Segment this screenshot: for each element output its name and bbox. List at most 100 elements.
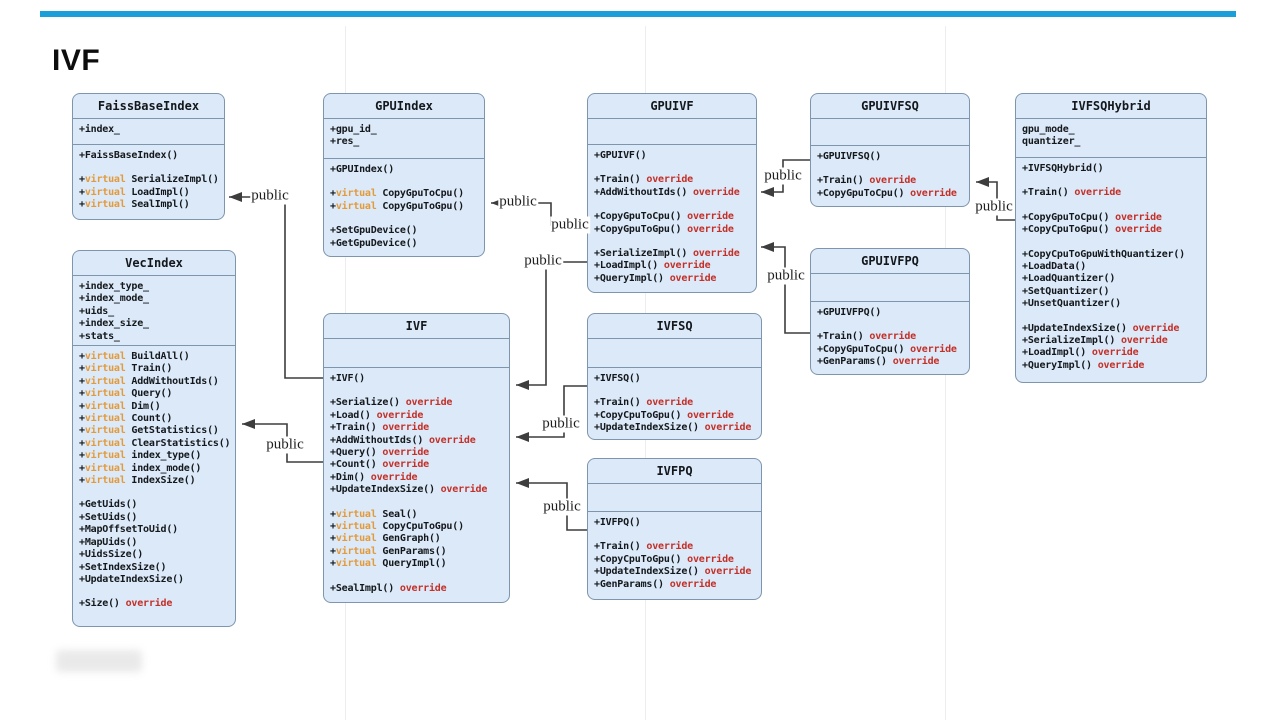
class-attributes bbox=[588, 119, 756, 145]
method-line: +SetUids() bbox=[79, 511, 138, 523]
class-methods: +GPUIVF()+Train() override+AddWithoutIds… bbox=[588, 145, 756, 292]
class-name: GPUIVFPQ bbox=[811, 249, 969, 274]
method-line: +SetQuantizer() bbox=[1022, 285, 1110, 297]
method-line: +virtual QueryImpl() bbox=[330, 558, 447, 570]
class-name: GPUIndex bbox=[324, 94, 484, 119]
class-box-gpuindex[interactable]: GPUIndex+gpu_id_+res_+GPUIndex()+virtual… bbox=[323, 93, 485, 257]
class-attributes bbox=[588, 484, 761, 512]
method-line: +UpdateIndexSize() bbox=[79, 573, 184, 585]
method-line: +LoadImpl() override bbox=[594, 260, 711, 272]
class-methods: +IVFPQ()+Train() override+CopyCpuToGpu()… bbox=[588, 512, 761, 599]
method-line: +IVFSQHybrid() bbox=[1022, 163, 1104, 174]
class-name: GPUIVF bbox=[588, 94, 756, 119]
method-line: +LoadImpl() override bbox=[1022, 347, 1139, 359]
method-line: +Train() override bbox=[594, 397, 693, 409]
class-methods: +virtual BuildAll()+virtual Train()+virt… bbox=[73, 346, 235, 626]
class-box-ivf[interactable]: IVF +IVF()+Serialize() override+Load() ov… bbox=[323, 313, 510, 603]
inheritance-edge-gpuivf-to-ivf bbox=[516, 261, 587, 390]
method-line: +GPUIndex() bbox=[330, 164, 395, 175]
class-methods: +GPUIVFSQ()+Train() override+CopyGpuToCp… bbox=[811, 146, 969, 206]
attribute-line: +uids_ bbox=[79, 305, 114, 317]
class-name: VecIndex bbox=[73, 251, 235, 276]
method-line: +LoadData() bbox=[1022, 261, 1087, 273]
method-line: +virtual BuildAll() bbox=[79, 351, 190, 362]
method-line: +SetIndexSize() bbox=[79, 561, 167, 573]
class-name: IVFSQHybrid bbox=[1016, 94, 1206, 119]
method-line: +virtual CopyCpuToGpu() bbox=[330, 521, 464, 533]
method-line: +virtual GenGraph() bbox=[330, 533, 441, 545]
method-line: +virtual CopyGpuToCpu() bbox=[330, 188, 464, 200]
class-box-gpuivfsq[interactable]: GPUIVFSQ+GPUIVFSQ()+Train() override+Cop… bbox=[810, 93, 970, 207]
method-line: +SealImpl() override bbox=[330, 582, 447, 594]
method-line: +QueryImpl() override bbox=[594, 272, 717, 284]
class-methods: +IVFSQHybrid()+Train() override+CopyGpuT… bbox=[1016, 158, 1206, 382]
class-box-ivfsq[interactable]: IVFSQ +IVFSQ()+Train() override+CopyCpuTo… bbox=[587, 313, 762, 440]
attribute-line: quantizer_ bbox=[1022, 136, 1081, 148]
method-line: +virtual CopyGpuToGpu() bbox=[330, 200, 464, 212]
method-line: +Train() override bbox=[817, 331, 916, 343]
class-name: FaissBaseIndex bbox=[73, 94, 224, 119]
method-line: +GPUIVFSQ() bbox=[817, 151, 882, 162]
method-line: +CopyGpuToCpu() override bbox=[817, 343, 957, 355]
method-line: +IVFPQ() bbox=[594, 517, 641, 528]
attribute-line: +index_size_ bbox=[79, 318, 149, 330]
inheritance-edge-ivf-to-faissbaseindex bbox=[229, 192, 323, 379]
class-methods: +FaissBaseIndex()+virtual SerializeImpl(… bbox=[73, 145, 224, 219]
class-methods: +GPUIVFPQ() +Train() override+CopyGpuToCp… bbox=[811, 302, 969, 374]
method-line: +Size() override bbox=[79, 598, 173, 610]
class-name: IVF bbox=[324, 314, 509, 339]
class-name: IVFSQ bbox=[588, 314, 761, 339]
method-line: +CopyGpuToCpu() override bbox=[1022, 211, 1162, 223]
method-line: +GenParams() override bbox=[594, 578, 717, 590]
class-box-ivfpq[interactable]: IVFPQ +IVFPQ()+Train() override+CopyCpuTo… bbox=[587, 458, 762, 600]
method-line: +GPUIVF() bbox=[594, 150, 647, 161]
method-line: +Load() override bbox=[330, 409, 424, 421]
attribute-line: +stats_ bbox=[79, 330, 120, 342]
public-access-label: public bbox=[498, 193, 538, 211]
class-attributes bbox=[811, 119, 969, 146]
method-line: +virtual Query() bbox=[79, 388, 173, 400]
class-methods: +IVFSQ()+Train() override+CopyCpuToGpu()… bbox=[588, 368, 761, 439]
method-line: +virtual Seal() bbox=[330, 508, 418, 520]
method-line: +Query() override bbox=[330, 447, 429, 459]
top-accent-bar bbox=[40, 11, 1236, 17]
class-attributes bbox=[324, 339, 509, 368]
class-box-gpuivfpq[interactable]: GPUIVFPQ +GPUIVFPQ() +Train() override+Cop… bbox=[810, 248, 970, 375]
method-line: +GPUIVFPQ() bbox=[817, 307, 882, 318]
public-access-label: public bbox=[550, 216, 590, 234]
method-line: +virtual IndexSize() bbox=[79, 475, 196, 487]
method-line: +virtual Count() bbox=[79, 413, 173, 425]
attribute-line: +index_mode_ bbox=[79, 293, 149, 305]
method-line: +Dim() override bbox=[330, 471, 418, 483]
class-attributes bbox=[588, 339, 761, 368]
method-line: +virtual index_type() bbox=[79, 450, 202, 462]
class-box-faissbaseindex[interactable]: FaissBaseIndex+index_+FaissBaseIndex()+v… bbox=[72, 93, 225, 220]
method-line: +Serialize() override bbox=[330, 397, 453, 409]
class-box-gpuivf[interactable]: GPUIVF +GPUIVF()+Train() override+AddWith… bbox=[587, 93, 757, 293]
class-attributes: +index_type_+index_mode_+uids_+index_siz… bbox=[73, 276, 235, 346]
class-attributes bbox=[811, 274, 969, 302]
method-line: +virtual GetStatistics() bbox=[79, 425, 219, 437]
method-line: +UpdateIndexSize() override bbox=[594, 566, 752, 578]
method-line: +LoadQuantizer() bbox=[1022, 273, 1116, 285]
attribute-line: +index_ bbox=[79, 124, 120, 135]
public-access-label: public bbox=[265, 436, 305, 454]
method-line: +FaissBaseIndex() bbox=[79, 150, 178, 161]
class-methods: +IVF()+Serialize() override+Load() overr… bbox=[324, 368, 509, 602]
method-line: +SerializeImpl() override bbox=[594, 248, 740, 260]
method-line: +CopyCpuToGpu() override bbox=[1022, 224, 1162, 236]
method-line: +GetGpuDevice() bbox=[330, 237, 418, 249]
method-line: +MapUids() bbox=[79, 536, 138, 548]
method-line: +GetUids() bbox=[79, 499, 138, 511]
public-access-label: public bbox=[250, 187, 290, 205]
method-line: +virtual ClearStatistics() bbox=[79, 437, 231, 449]
class-name: IVFPQ bbox=[588, 459, 761, 484]
class-box-vecindex[interactable]: VecIndex+index_type_+index_mode_+uids_+i… bbox=[72, 250, 236, 627]
method-line: +virtual GenParams() bbox=[330, 545, 447, 557]
inheritance-edge-gpuivfpq-to-gpuivf bbox=[761, 242, 810, 334]
public-access-label: public bbox=[541, 415, 581, 433]
method-line: +virtual SealImpl() bbox=[79, 199, 190, 211]
method-line: +CopyGpuToGpu() override bbox=[594, 223, 734, 235]
page-title: IVF bbox=[52, 44, 101, 77]
